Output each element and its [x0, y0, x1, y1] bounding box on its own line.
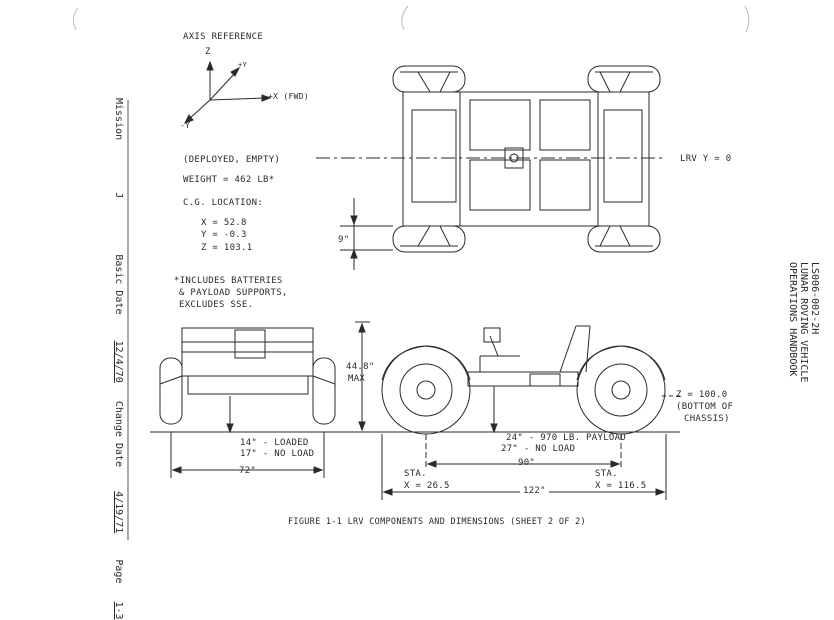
overall-122-label: 122" — [520, 486, 549, 496]
page-sidebar: Mission J Basic Date 12/4/70 Change Date… — [113, 98, 124, 620]
axis-minus-y-label: -Y — [180, 121, 191, 130]
cg-location-title: C.G. LOCATION: — [183, 198, 264, 208]
basic-date-value: 12/4/70 — [113, 340, 124, 383]
height-label: 44.8" — [346, 362, 375, 372]
wheelbase-90-label: 90" — [518, 458, 536, 468]
handbook-title-2: OPERATIONS HANDBOOK — [787, 262, 798, 377]
front-no-load-label: 17" - NO LOAD — [240, 449, 315, 459]
page-value: 1-3 — [113, 601, 124, 620]
footnote-line-1: *INCLUDES BATTERIES — [174, 276, 283, 286]
front-loaded-label: 14" - LOADED — [240, 438, 309, 448]
mission-label: Mission — [113, 98, 124, 141]
weight-label: WEIGHT = 462 LB* — [183, 175, 275, 185]
axis-z-label: Z — [205, 47, 211, 57]
footnote-line-3: EXCLUDES SSE. — [179, 300, 254, 310]
basic-date-label: Basic Date — [113, 254, 124, 315]
sta-right-x-value: X = 116.5 — [595, 481, 647, 491]
sta-right-label: STA. — [595, 469, 618, 479]
deployed-empty-label: (DEPLOYED, EMPTY) — [183, 155, 281, 165]
cg-x-value: X = 52.8 — [201, 218, 247, 228]
track-72-label: 72" — [239, 466, 257, 476]
front-view — [150, 321, 370, 478]
footnote-line-2: & PAYLOAD SUPPORTS, — [179, 288, 288, 298]
axis-plus-y-label: +Y — [238, 61, 248, 69]
axis-reference-symbol — [183, 60, 272, 124]
change-date-label: Change Date — [113, 400, 124, 468]
top-view — [316, 65, 666, 270]
z-ref-label: Z = 100.0 — [676, 390, 728, 400]
z-ref-note-1: (BOTTOM OF — [676, 402, 734, 412]
centerline-label: LRV Y = 0 — [680, 154, 732, 164]
side-no-load-label: 27" - NO LOAD — [501, 444, 576, 454]
height-max-label: MAX — [348, 374, 366, 384]
sta-left-x-value: X = 26.5 — [404, 481, 450, 491]
lrv-drawing — [72, 5, 750, 540]
axis-reference-title: AXIS REFERENCE — [183, 32, 264, 42]
cg-z-value: Z = 103.1 — [201, 243, 253, 253]
sta-left-label: STA. — [404, 469, 427, 479]
page-label: Page — [113, 559, 124, 584]
side-view — [340, 325, 680, 500]
figure-caption: FIGURE 1-1 LRV COMPONENTS AND DIMENSIONS… — [288, 517, 586, 527]
handbook-title-1: LUNAR ROVING VEHICLE — [798, 262, 809, 383]
z-ref-note-2: CHASSIS) — [684, 414, 730, 424]
cg-y-value: Y = -0.3 — [201, 230, 247, 240]
handbook-title-block: LS006-002-2H LUNAR ROVING VEHICLE OPERAT… — [787, 262, 820, 382]
change-date-value: 4/19/71 — [113, 491, 124, 534]
doc-number: LS006-002-2H — [809, 262, 820, 335]
axis-x-fwd-label: +X (FWD) — [268, 92, 309, 101]
manual-page: AXIS REFERENCE Z +Y +X (FWD) -Y (DEPLOYE… — [72, 5, 820, 620]
payload-label: 24" - 970 LB. PAYLOAD — [506, 433, 627, 443]
mission-value: J — [113, 192, 124, 199]
clearance-9-label: 9" — [338, 235, 350, 245]
